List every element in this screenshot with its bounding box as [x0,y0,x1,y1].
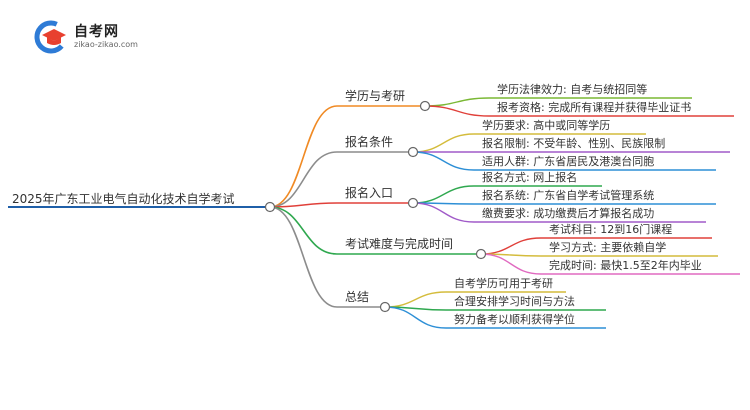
leaf-label[interactable]: 报名方式: 网上报名 [482,170,577,184]
branch-label[interactable]: 报名条件 [345,134,393,149]
branch-connector [269,202,338,208]
branch-label[interactable]: 报名入口 [345,185,393,200]
leaf-label[interactable]: 报考资格: 完成所有课程并获得毕业证书 [497,100,691,114]
leaf-connector [384,306,447,329]
branch-node[interactable] [419,100,431,112]
leaf-connector [412,151,475,171]
root-label[interactable]: 2025年广东工业电气自动化技术自学考试 [12,191,235,206]
branch-connector [269,151,338,208]
leaf-label[interactable]: 适用人群: 广东省居民及港澳台同胞 [482,154,654,168]
leaf-label[interactable]: 自考学历可用于考研 [454,276,553,290]
leaf-label[interactable]: 报名系统: 广东省自学考试管理系统 [482,188,654,202]
branch-node[interactable] [379,301,391,313]
site-logo[interactable]: 自考网 zikao-zikao.com [34,20,184,54]
leaf-connector [424,97,490,107]
branch-node[interactable] [407,197,419,209]
leaf-label[interactable]: 缴费要求: 成功缴费后才算报名成功 [482,206,654,220]
branch-label[interactable]: 总结 [345,290,369,304]
branch-connector [269,105,338,208]
leaf-label[interactable]: 报名限制: 不受年龄、性别、民族限制 [482,136,665,150]
leaf-label[interactable]: 学历法律效力: 自考与统招同等 [497,82,647,96]
leaf-label[interactable]: 努力备考以顺利获得学位 [454,312,575,326]
leaf-label[interactable]: 学历要求: 高中或同等学历 [482,118,610,132]
root-node[interactable] [264,201,276,213]
branch-node[interactable] [475,248,487,260]
leaf-connector [412,185,475,204]
leaf-connector [480,237,542,255]
branch-label[interactable]: 考试难度与完成时间 [345,236,453,251]
logo-title: 自考网 [74,24,119,40]
branch-connector [269,206,338,255]
leaf-connector [480,253,542,275]
leaf-connector [384,291,447,308]
graduation-cap-icon [34,20,68,54]
branch-node[interactable] [407,146,419,158]
leaf-label[interactable]: 学习方式: 主要依赖自学 [549,240,666,254]
leaf-connector [412,202,475,223]
branch-connector [269,206,338,308]
leaf-label[interactable]: 考试科目: 12到16门课程 [549,222,672,236]
leaf-connector [412,133,475,153]
leaf-label[interactable]: 合理安排学习时间与方法 [454,294,575,308]
leaf-connector [424,105,490,117]
logo-url: zikao-zikao.com [74,40,138,49]
branch-label[interactable]: 学历与考研 [345,88,405,103]
leaf-label[interactable]: 完成时间: 最快1.5至2年内毕业 [549,258,702,272]
